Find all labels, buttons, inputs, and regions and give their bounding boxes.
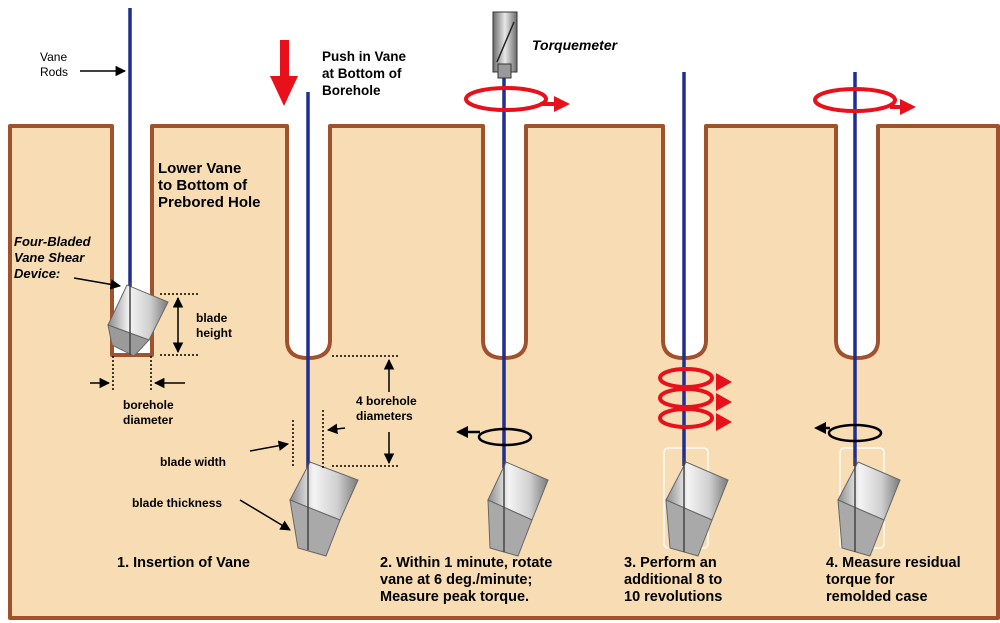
blade-width-label: blade width [160, 455, 226, 469]
vane-rods-label: Vane Rods [40, 50, 69, 79]
vane-blade-5 [837, 458, 901, 557]
borehole-5-cavity [838, 126, 876, 356]
push-down-arrow [270, 40, 298, 106]
dimension-lines-step2 [239, 355, 400, 531]
borehole-diameter-label: borehole diameter [123, 398, 174, 427]
vane-blade-4 [665, 458, 729, 557]
torquemeter-label: Torquemeter [532, 37, 618, 53]
step-1-caption: 1. Insertion of Vane [117, 555, 250, 571]
vane-blade-2 [289, 461, 359, 557]
vane-blade-3 [487, 460, 549, 557]
torquemeter-device [492, 11, 518, 79]
vane-blade-1 [107, 282, 169, 357]
four-borehole-diameters-label: 4 borehole diameters [356, 394, 417, 423]
four-bladed-device-label: Four-Bladed Vane Shear Device: [14, 234, 91, 281]
step-2-caption: 2. Within 1 minute, rotate vane at 6 deg… [380, 555, 553, 605]
borehole-1-cavity [114, 126, 150, 266]
vane-rods [128, 8, 857, 470]
step-4-caption: 4. Measure residual torque for remolded … [826, 555, 961, 605]
rotation-arrow-depth-step4 [814, 422, 883, 443]
dimension-lines-step1 [73, 65, 200, 390]
push-in-vane-label: Push in Vane at Bottom of Borehole [322, 49, 407, 98]
step-3-caption: 3. Perform an additional 8 to 10 revolut… [624, 555, 723, 605]
revolution-arrows-step3 [658, 367, 732, 431]
rotation-arrow-depth-step2 [456, 426, 533, 447]
rotation-arrow-step2 [464, 86, 570, 112]
rotation-arrow-step4 [813, 87, 916, 115]
blade-height-label: blade height [196, 311, 232, 340]
lower-vane-label: Lower Vane to Bottom of Prebored Hole [158, 160, 261, 211]
blade-thickness-label: blade thickness [132, 496, 223, 510]
